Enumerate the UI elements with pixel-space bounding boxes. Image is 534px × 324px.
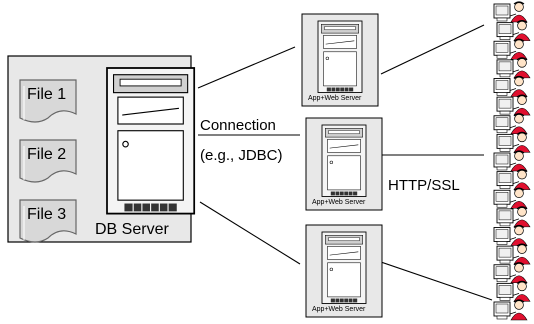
- client-computer-icon: [496, 243, 531, 265]
- connector-lines: [197, 24, 493, 301]
- db-server-label: DB Server: [95, 221, 169, 238]
- app-server-2-label: App+Web Server: [312, 199, 366, 206]
- client-computer-icon: [493, 150, 528, 172]
- app-server-2-icon: [321, 124, 367, 197]
- connection-example-label: (e.g., JDBC): [200, 147, 283, 164]
- client-computer-icon: [493, 38, 528, 60]
- client-computer-icon: [493, 262, 528, 284]
- client-computer-icon: [496, 131, 531, 153]
- file-1-label: File 1: [27, 86, 67, 103]
- client-computer-icon: [496, 169, 531, 191]
- client-computer-icon: [496, 20, 531, 42]
- client-computer-icon: [496, 94, 531, 116]
- file-2-label: File 2: [27, 146, 67, 163]
- app1-to-clients-line: [380, 24, 485, 75]
- clients-column: [493, 1, 531, 321]
- http-ssl-label: HTTP/SSL: [388, 177, 460, 194]
- client-computer-icon: [496, 57, 531, 79]
- client-computer-icon: [493, 224, 528, 247]
- app-server-1-label: App+Web Server: [308, 95, 362, 102]
- db-to-app3-line: [199, 201, 301, 265]
- client-computer-icon: [493, 187, 528, 209]
- app-server-3-icon: [321, 231, 367, 304]
- connection-label: Connection: [200, 117, 276, 134]
- client-computer-icon: [496, 280, 531, 302]
- client-computer-icon: [493, 1, 528, 23]
- file-3-label: File 3: [27, 206, 67, 223]
- db-to-app1-line: [197, 46, 296, 89]
- app-server-1-icon: [317, 20, 363, 93]
- client-computer-icon: [493, 299, 528, 321]
- app-server-3-label: App+Web Server: [312, 306, 366, 313]
- db-server-tower-icon: [106, 67, 196, 215]
- client-computer-icon: [493, 113, 528, 135]
- client-computer-icon: [493, 75, 528, 98]
- client-computer-icon: [496, 206, 531, 228]
- app3-to-clients-line: [380, 261, 493, 301]
